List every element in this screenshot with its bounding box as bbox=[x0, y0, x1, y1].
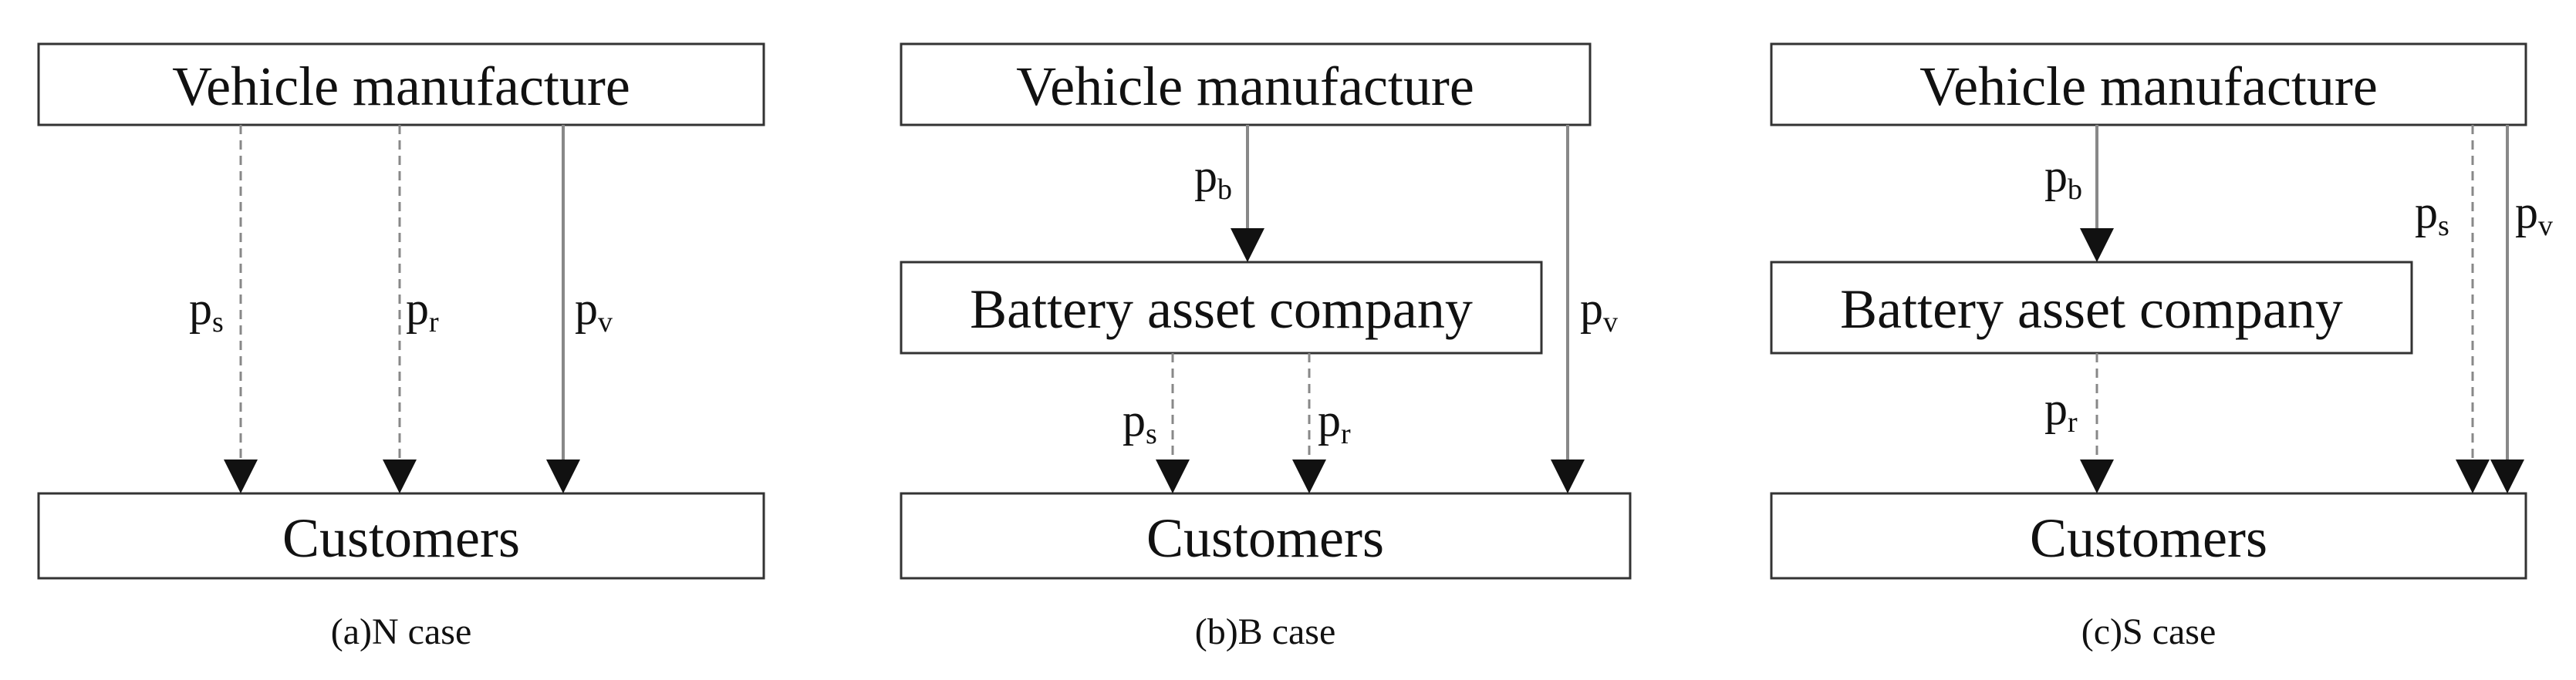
arrowhead bbox=[2080, 460, 2114, 493]
customers-label: Customers bbox=[2030, 507, 2267, 569]
vehicle-manufacture-box bbox=[37, 42, 765, 126]
battery-asset-company-box bbox=[900, 261, 1543, 355]
flow-label-ps: ps bbox=[1123, 395, 1157, 450]
arrowhead bbox=[2456, 460, 2490, 493]
vehicle-manufacture-box bbox=[1770, 42, 2527, 126]
flow-arrow-pv bbox=[1551, 125, 1585, 493]
arrowhead bbox=[1231, 228, 1264, 262]
arrowhead bbox=[546, 460, 580, 493]
vehicle-manufacture-label: Vehicle manufacture bbox=[1919, 56, 2378, 117]
customers-box bbox=[37, 492, 765, 580]
flow-arrow-pv bbox=[2490, 125, 2524, 493]
flow-label-ps: ps bbox=[189, 283, 224, 338]
flow-arrow-pr bbox=[383, 125, 417, 493]
flow-label-pr: pr bbox=[1318, 395, 1351, 450]
panel-s-case: Vehicle manufacture Battery asset compan… bbox=[1770, 42, 2553, 652]
arrowhead bbox=[383, 460, 417, 493]
vehicle-manufacture-label: Vehicle manufacture bbox=[172, 56, 630, 117]
arrowhead bbox=[2490, 460, 2524, 493]
flow-label-pb: pb bbox=[2044, 150, 2082, 206]
flow-arrow-ps bbox=[224, 125, 258, 493]
vehicle-manufacture-label: Vehicle manufacture bbox=[1016, 56, 1474, 117]
panel-n-case: Vehicle manufacture Customers ps pr pv (… bbox=[37, 42, 765, 652]
flow-arrow-pv bbox=[546, 125, 580, 493]
arrowhead bbox=[1156, 460, 1190, 493]
battery-asset-company-box bbox=[1770, 261, 2413, 355]
customers-label: Customers bbox=[1146, 507, 1384, 569]
battery-asset-company-label: Battery asset company bbox=[1840, 278, 2343, 340]
customers-label: Customers bbox=[282, 507, 520, 569]
flow-arrow-pb bbox=[1231, 125, 1264, 262]
flow-arrow-ps bbox=[1156, 353, 1190, 493]
arrowhead bbox=[1551, 460, 1585, 493]
arrowhead bbox=[224, 460, 258, 493]
flow-arrow-pr bbox=[1292, 353, 1326, 493]
arrowhead bbox=[1292, 460, 1326, 493]
panel-b-case: Vehicle manufacture Battery asset compan… bbox=[900, 42, 1632, 652]
battery-asset-company-label: Battery asset company bbox=[970, 278, 1473, 340]
flow-label-pr: pr bbox=[2044, 383, 2078, 439]
customers-box bbox=[1770, 492, 2527, 580]
flow-label-pr: pr bbox=[406, 283, 439, 338]
customers-box bbox=[900, 492, 1632, 580]
flow-label-ps: ps bbox=[2415, 187, 2449, 242]
flow-label-pv: pv bbox=[1580, 283, 1618, 338]
caption-b-case: (b)B case bbox=[1195, 611, 1336, 652]
flow-label-pb: pb bbox=[1194, 150, 1232, 206]
flow-arrow-pr bbox=[2080, 353, 2114, 493]
flow-arrow-ps bbox=[2456, 125, 2490, 493]
vehicle-manufacture-box bbox=[900, 42, 1592, 126]
flow-label-pv: pv bbox=[575, 283, 613, 338]
caption-s-case: (c)S case bbox=[2081, 611, 2216, 652]
flow-label-pv: pv bbox=[2515, 187, 2553, 242]
arrowhead bbox=[2080, 228, 2114, 262]
flow-arrow-pb bbox=[2080, 125, 2114, 262]
caption-n-case: (a)N case bbox=[331, 611, 472, 652]
